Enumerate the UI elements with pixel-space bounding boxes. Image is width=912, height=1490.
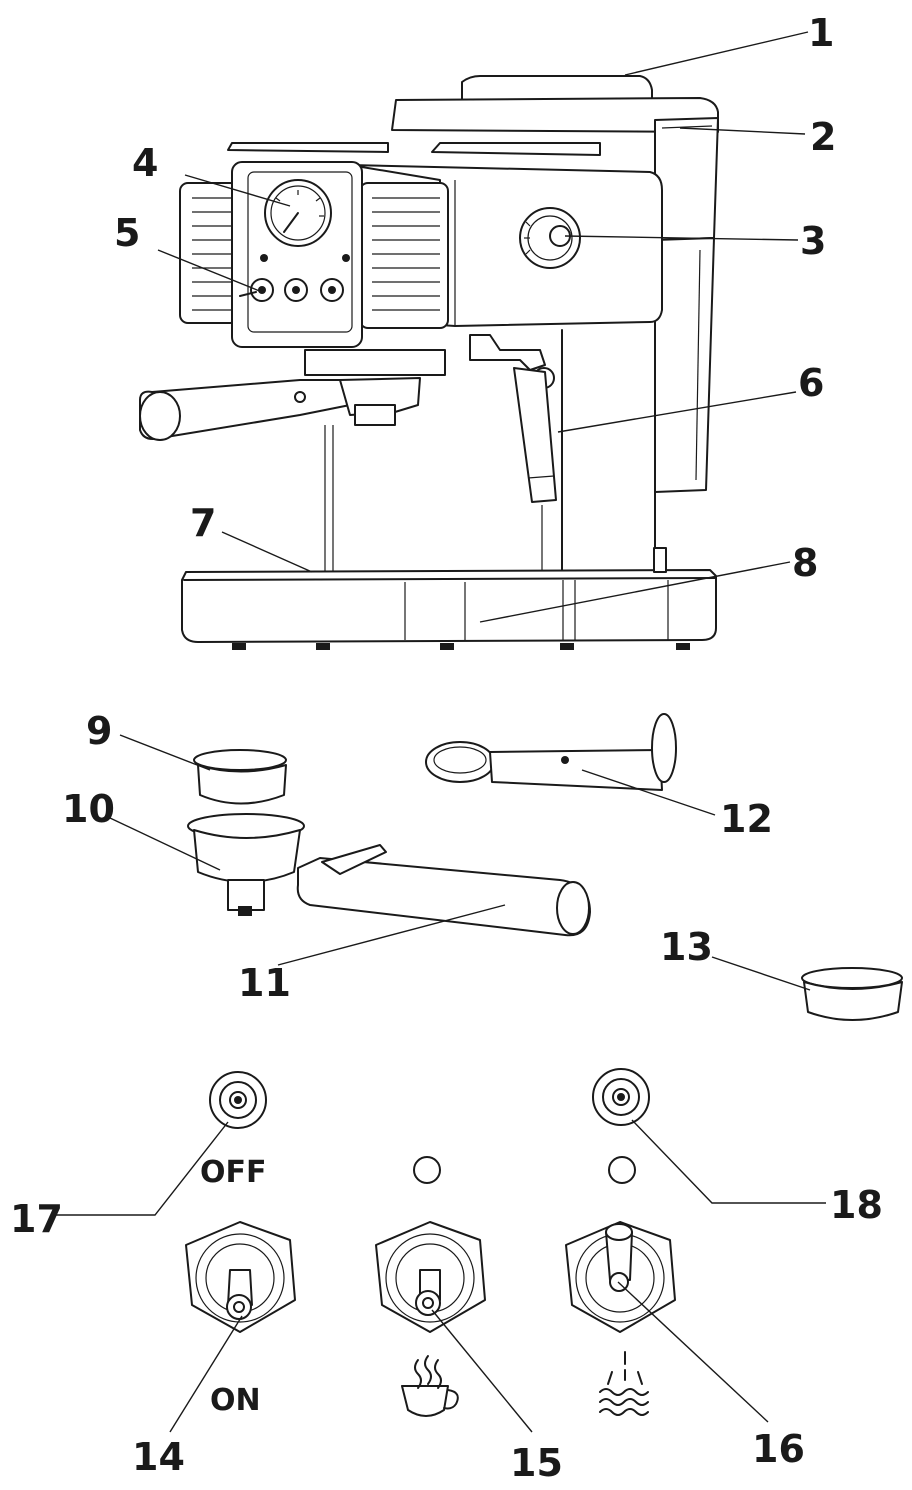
leader-lines xyxy=(55,31,826,1433)
callout-4: 4 xyxy=(132,141,158,185)
portafilter-handle-11 xyxy=(296,844,591,937)
steam-switch xyxy=(565,1221,676,1333)
callout-9: 9 xyxy=(86,709,112,753)
off-label: OFF xyxy=(200,1155,267,1190)
on-label: ON xyxy=(210,1383,261,1418)
left-vent-grille xyxy=(192,197,232,311)
callout-14: 14 xyxy=(132,1435,185,1479)
panel-detail: OFF ON xyxy=(185,1068,676,1418)
callout-6: 6 xyxy=(798,361,824,405)
coffee-position-marker-icon xyxy=(413,1156,441,1184)
callout-3: 3 xyxy=(800,219,826,263)
tamper-spoon-12 xyxy=(425,713,677,791)
coffee-switch xyxy=(375,1221,486,1333)
callout-1: 1 xyxy=(808,11,834,55)
callout-5: 5 xyxy=(114,211,140,255)
callout-18: 18 xyxy=(830,1183,883,1227)
callout-17: 17 xyxy=(10,1197,63,1241)
pressure-gauge xyxy=(264,179,332,247)
steam-icon xyxy=(599,1351,649,1416)
steam-indicator-light xyxy=(592,1068,650,1126)
power-indicator-light xyxy=(209,1071,267,1129)
filter-basket-13 xyxy=(801,967,903,1021)
portafilter-holder-10 xyxy=(187,813,305,916)
steam-position-marker-icon xyxy=(608,1156,636,1184)
steam-knob xyxy=(519,207,581,269)
callout-16: 16 xyxy=(752,1427,805,1471)
drip-tray xyxy=(181,547,717,643)
power-switch xyxy=(185,1221,296,1333)
coffee-cup-icon xyxy=(401,1355,459,1417)
filter-basket-9 xyxy=(193,749,287,805)
callout-13: 13 xyxy=(660,925,713,969)
callout-numbers: 1 2 3 4 5 6 7 8 9 10 11 12 13 14 15 16 1… xyxy=(10,11,883,1485)
callout-15: 15 xyxy=(510,1441,563,1485)
steam-wand xyxy=(469,334,557,503)
espresso-machine xyxy=(139,75,719,650)
callout-12: 12 xyxy=(720,797,773,841)
callout-11: 11 xyxy=(238,961,291,1005)
mounted-portafilter xyxy=(139,377,421,441)
callout-10: 10 xyxy=(62,787,115,831)
right-vent-grille xyxy=(372,197,440,311)
callout-2: 2 xyxy=(810,115,836,159)
callout-8: 8 xyxy=(792,541,818,585)
callout-7: 7 xyxy=(190,501,216,545)
panel-switches xyxy=(239,278,344,302)
